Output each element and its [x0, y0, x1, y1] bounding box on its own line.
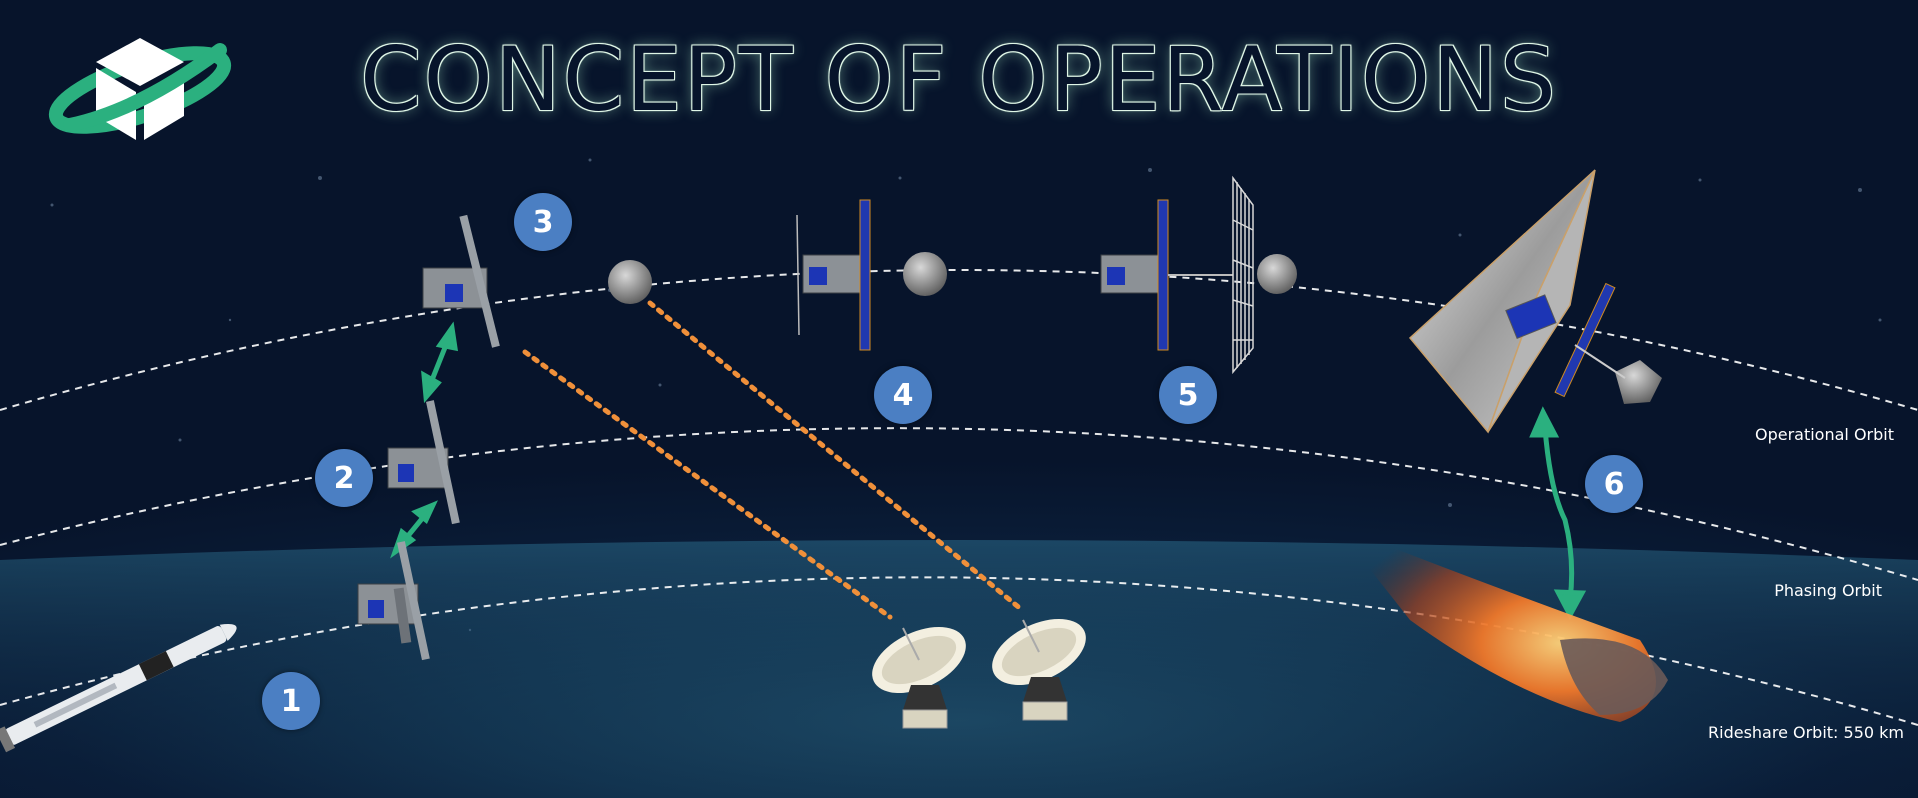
- asteroid-icon-step5: [1257, 254, 1297, 294]
- cubesat-icon-step5: [1101, 200, 1233, 350]
- step-badge-6: 6: [1585, 455, 1643, 513]
- capture-net-icon: [1233, 178, 1253, 372]
- cubesat-icon-step2: [388, 400, 460, 524]
- asteroid-icon-step3: [608, 260, 652, 304]
- page-title: CONCEPT OF OPERATIONS: [0, 28, 1918, 131]
- cubesat-icon-step3: [423, 215, 500, 348]
- step-badge-5: 5: [1159, 366, 1217, 424]
- step-badge-1: 1: [262, 672, 320, 730]
- step-badge-3: 3: [514, 193, 572, 251]
- rideshare-orbit-label: Rideshare Orbit: 550 km: [1708, 723, 1904, 742]
- cubesat-icon-step4: [797, 200, 870, 350]
- phasing-orbit-label: Phasing Orbit: [1774, 581, 1882, 600]
- asteroid-icon-step4: [903, 252, 947, 296]
- transfer-arrow-2-3: [424, 328, 455, 397]
- solar-sail-icon: [1410, 170, 1625, 432]
- step-badge-2: 2: [315, 449, 373, 507]
- debris-icon-step6: [1615, 360, 1662, 404]
- step-badge-4: 4: [874, 366, 932, 424]
- operational-orbit-label: Operational Orbit: [1755, 425, 1894, 444]
